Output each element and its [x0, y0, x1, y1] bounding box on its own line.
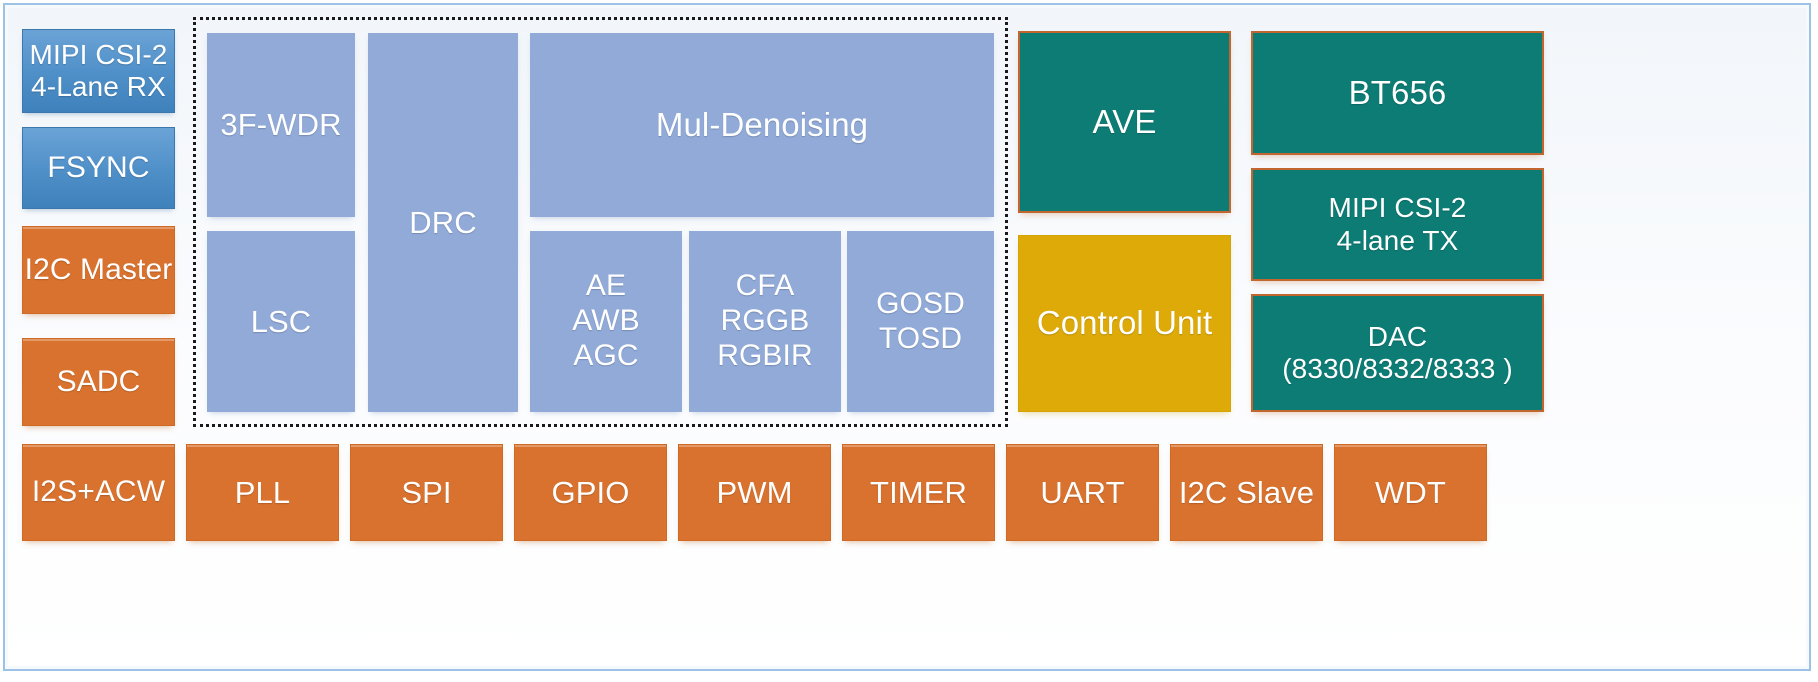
- block-mipi-csi2-4lane-rx[interactable]: MIPI CSI-2 4-Lane RX: [22, 29, 175, 113]
- block-control-unit[interactable]: Control Unit: [1018, 235, 1231, 412]
- block-cfa-rggb-rgbir[interactable]: CFA RGGB RGBIR: [689, 231, 841, 412]
- block-bt656[interactable]: BT656: [1251, 31, 1544, 155]
- isp-container: [193, 17, 1008, 427]
- block-uart[interactable]: UART: [1006, 444, 1159, 541]
- block-gosd-tosd[interactable]: GOSD TOSD: [847, 231, 994, 412]
- block-i2s-acw[interactable]: I2S+ACW: [22, 444, 175, 541]
- block-gpio[interactable]: GPIO: [514, 444, 667, 541]
- block-timer[interactable]: TIMER: [842, 444, 995, 541]
- block-lsc[interactable]: LSC: [207, 231, 355, 412]
- block-3f-wdr[interactable]: 3F-WDR: [207, 33, 355, 217]
- block-wdt[interactable]: WDT: [1334, 444, 1487, 541]
- block-spi[interactable]: SPI: [350, 444, 503, 541]
- block-mul-denoising[interactable]: Mul-Denoising: [530, 33, 994, 217]
- block-ave[interactable]: AVE: [1018, 31, 1231, 213]
- block-i2c-master[interactable]: I2C Master: [22, 226, 175, 314]
- block-sadc[interactable]: SADC: [22, 338, 175, 426]
- block-pll[interactable]: PLL: [186, 444, 339, 541]
- block-dac[interactable]: DAC (8330/8332/8333 ): [1251, 294, 1544, 412]
- block-i2c-slave[interactable]: I2C Slave: [1170, 444, 1323, 541]
- block-pwm[interactable]: PWM: [678, 444, 831, 541]
- block-fsync[interactable]: FSYNC: [22, 127, 175, 209]
- block-mipi-csi2-4lane-tx[interactable]: MIPI CSI-2 4-lane TX: [1251, 168, 1544, 281]
- block-drc[interactable]: DRC: [368, 33, 518, 412]
- block-ae-awb-agc[interactable]: AE AWB AGC: [530, 231, 682, 412]
